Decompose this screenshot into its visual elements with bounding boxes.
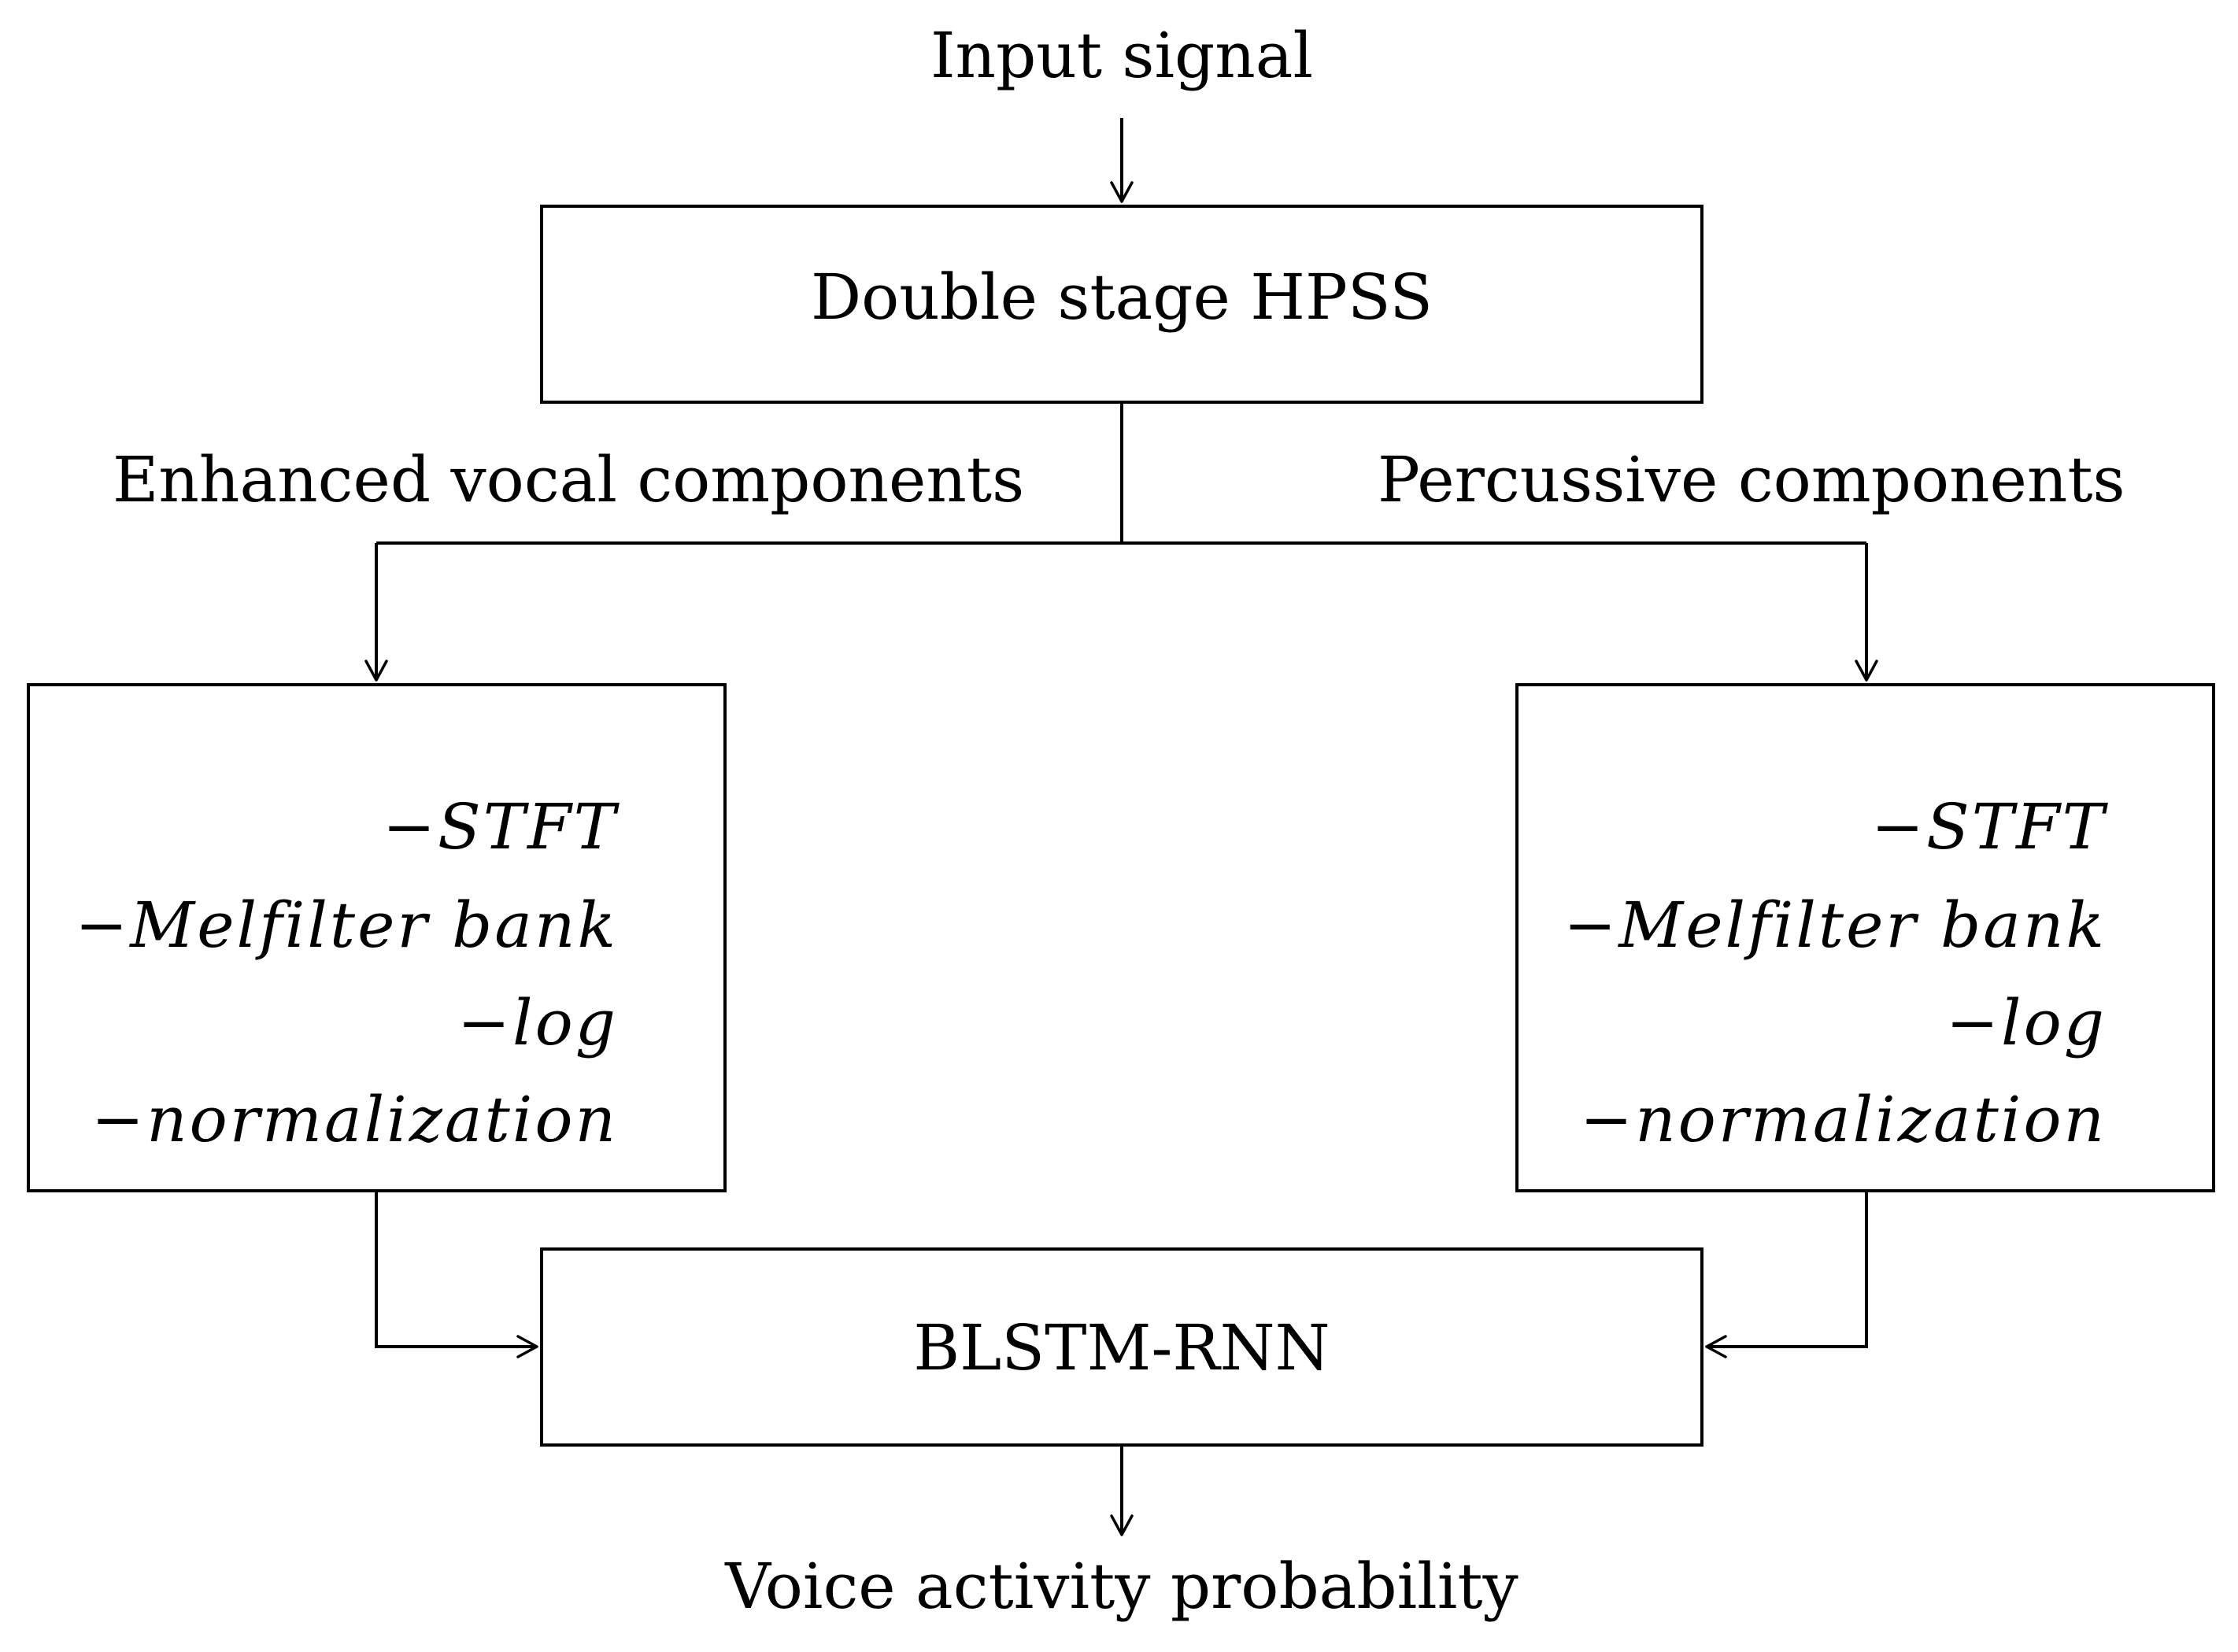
left-step-normalization: −normalization [91, 1083, 618, 1156]
hpss-box: Double stage HPSS [540, 205, 1703, 404]
right-step-normalization: −normalization [1580, 1083, 2107, 1156]
right-feature-box: −STFT −Melfilter bank −log −normalizatio… [1515, 683, 2215, 1192]
left-feature-box: −STFT −Melfilter bank −log −normalizatio… [27, 683, 727, 1192]
arrow-input-to-hpss [1110, 118, 1134, 203]
blstm-label: BLSTM-RNN [913, 1311, 1330, 1384]
output-label: Voice activity probability [724, 1550, 1518, 1623]
left-step-melfilter: −Melfilter bank [75, 889, 618, 962]
right-step-log: −log [1946, 986, 2107, 1059]
vocal-branch-label: Enhanced vocal components [113, 443, 1024, 516]
right-step-stft: −STFT [1871, 790, 2109, 863]
hpss-label: Double stage HPSS [811, 261, 1433, 334]
left-step-log: −log [457, 986, 618, 1059]
percussive-branch-label: Percussive components [1378, 443, 2125, 516]
arrow-right-to-blstm [1705, 1191, 1868, 1358]
arrow-blstm-to-output [1110, 1445, 1134, 1536]
blstm-box: BLSTM-RNN [540, 1247, 1703, 1447]
left-step-stft: −STFT [383, 790, 620, 863]
arrow-left-to-blstm [375, 1191, 538, 1358]
right-step-melfilter: −Melfilter bank [1563, 889, 2107, 962]
input-signal-label: Input signal [930, 19, 1313, 92]
split-connector [364, 402, 1878, 682]
